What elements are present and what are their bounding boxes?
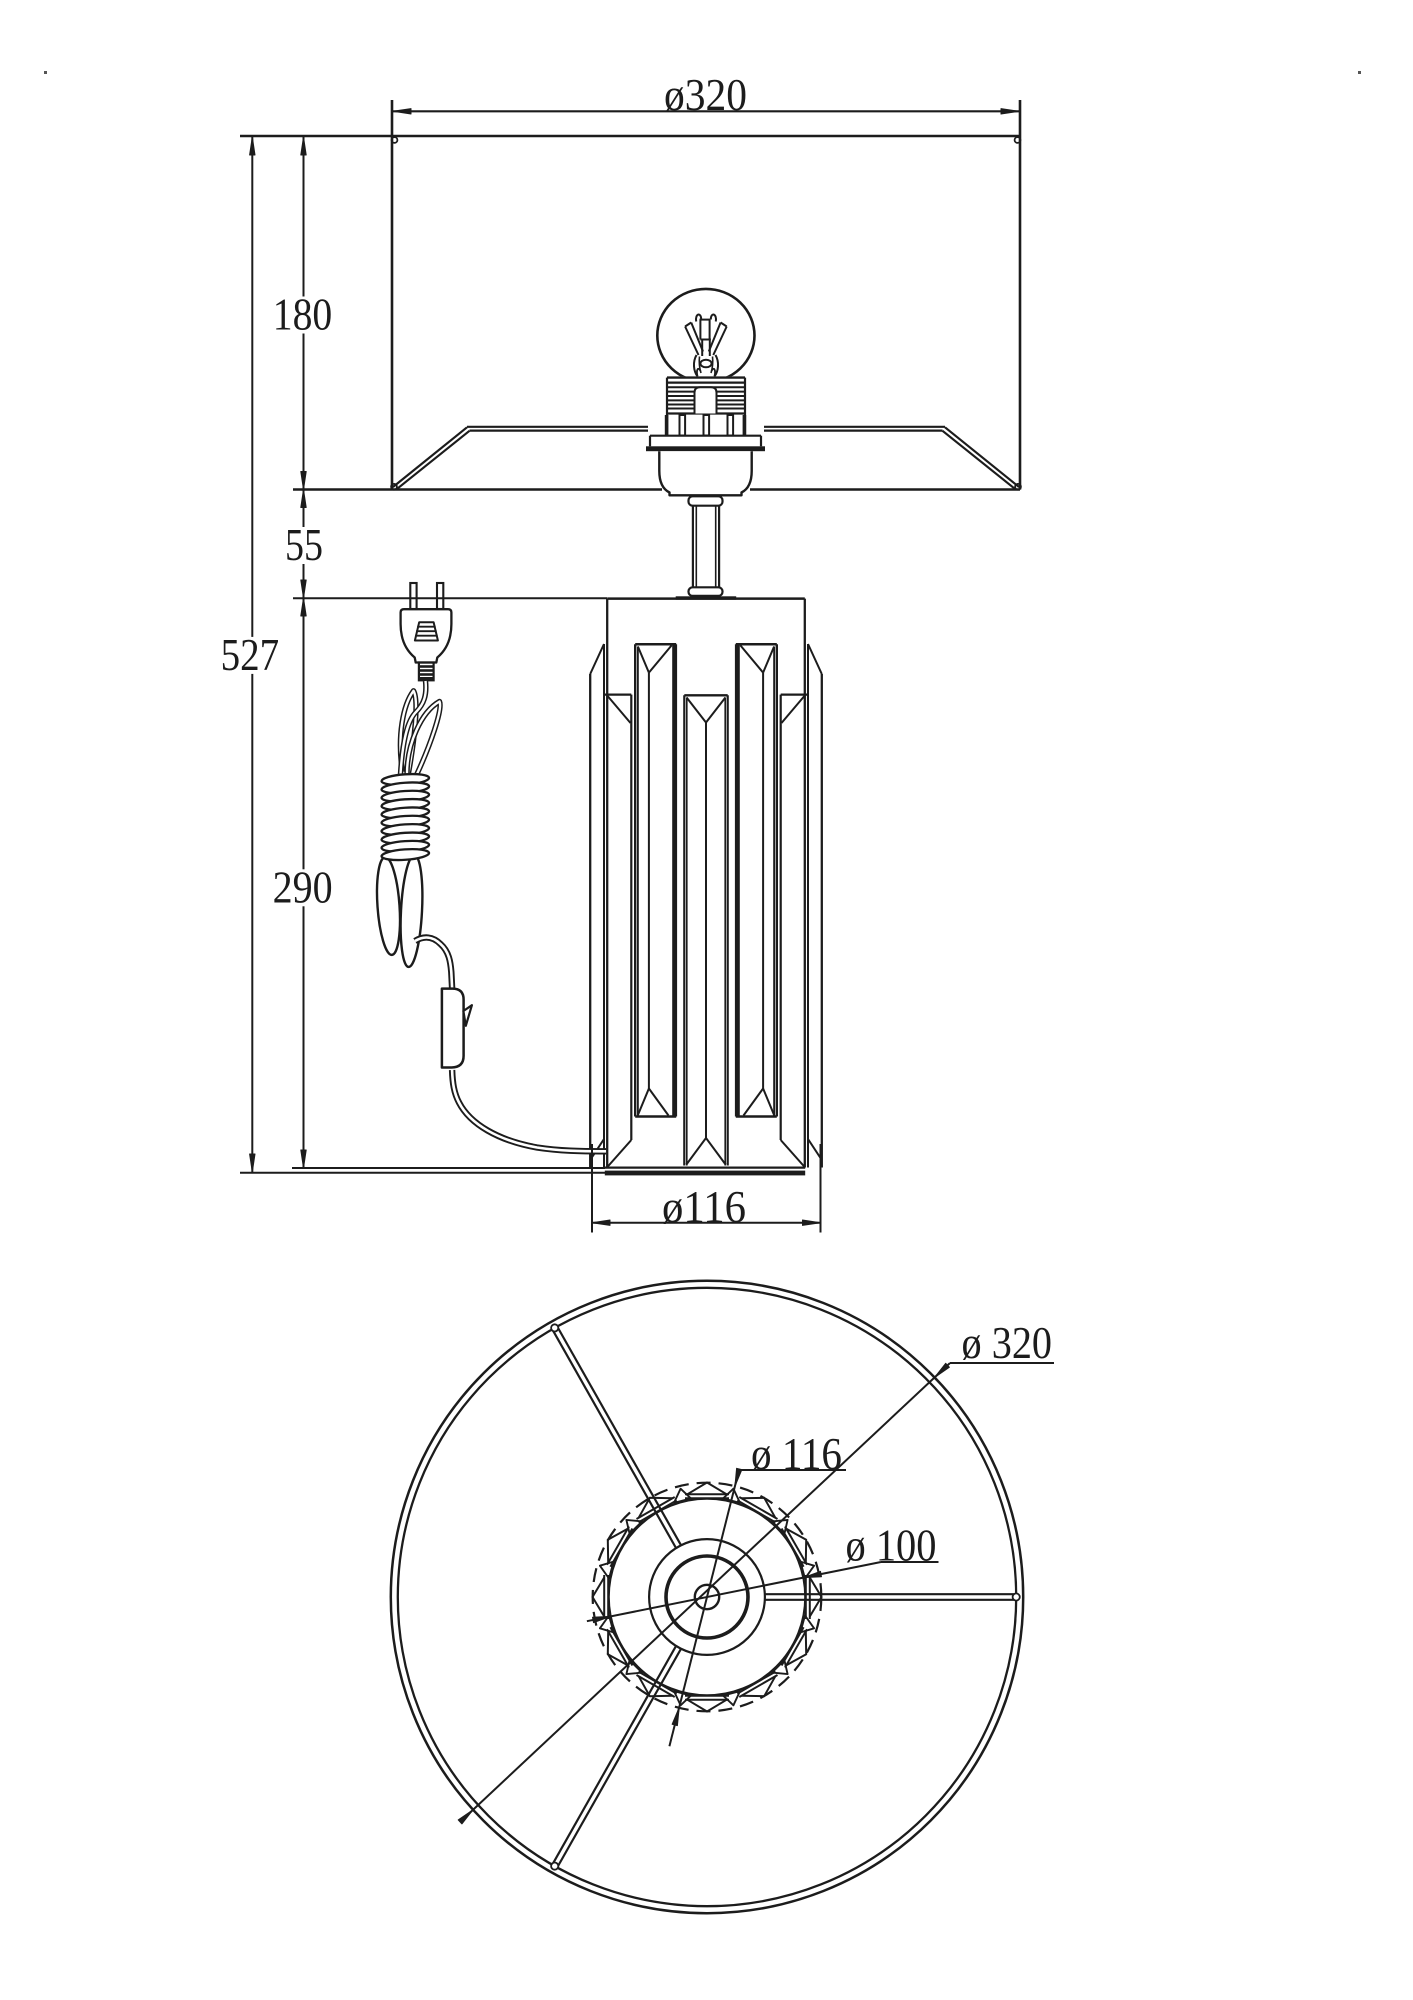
svg-text:180: 180 [273,289,333,340]
svg-text:290: 290 [273,861,333,912]
svg-text:527: 527 [221,629,280,680]
svg-text:ø320: ø320 [664,69,747,120]
svg-text:ø 320: ø 320 [962,1317,1053,1368]
svg-text:55: 55 [285,519,323,570]
svg-text:ø116: ø116 [662,1181,746,1232]
svg-text:ø 116: ø 116 [751,1428,842,1479]
svg-text:ø 100: ø 100 [846,1520,937,1571]
